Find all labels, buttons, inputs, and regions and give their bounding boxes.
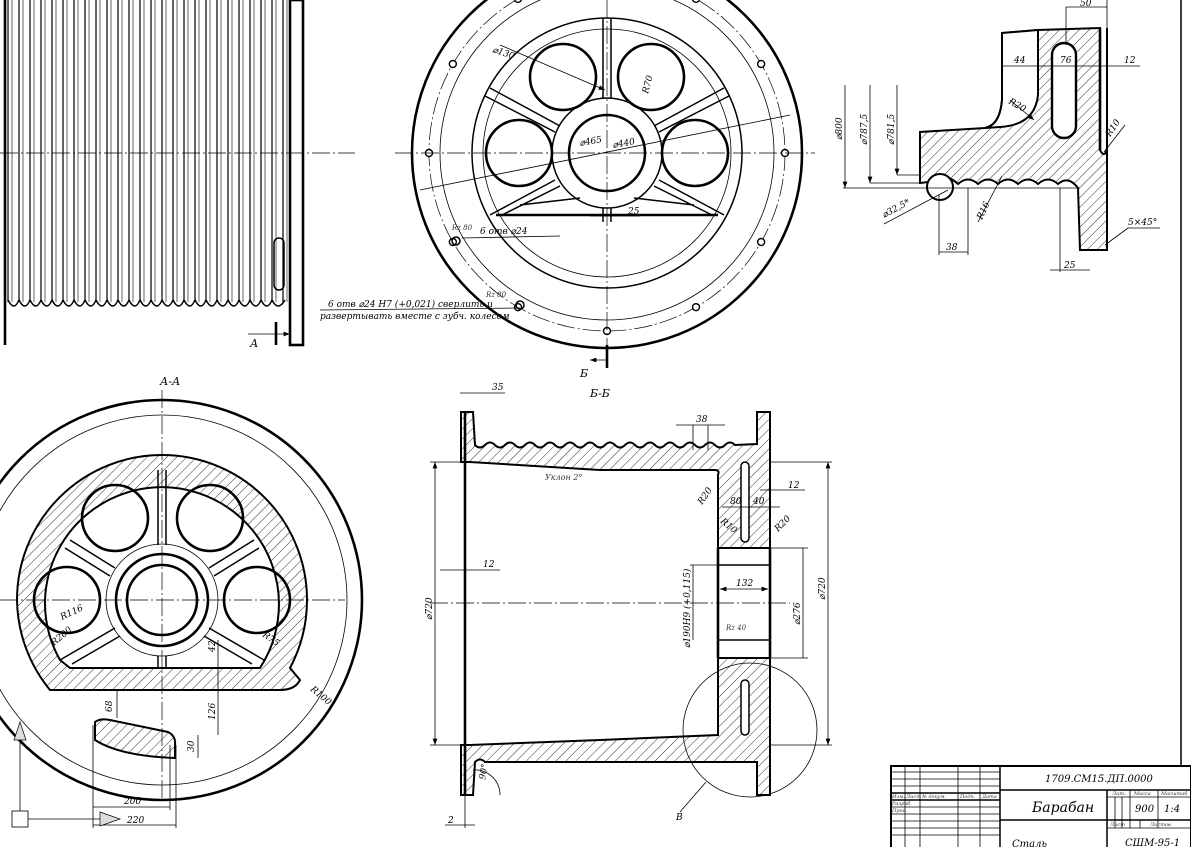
detail-v-circle xyxy=(682,662,818,798)
rope-grooves xyxy=(7,0,288,302)
tb-row-sign: Подп. xyxy=(959,794,976,800)
dim-h126: 126 xyxy=(208,703,218,720)
dim-d720-right: ⌀720 xyxy=(818,577,828,600)
dim-d440: ⌀440 xyxy=(612,137,636,151)
tb-scale: 1:4 xyxy=(1164,804,1180,815)
dim-d787: ⌀787,5 xyxy=(860,114,870,145)
dim-h68: 68 xyxy=(105,700,115,712)
dim-w220: 220 xyxy=(126,816,144,826)
dim-d800: ⌀800 xyxy=(835,117,845,140)
note-hole-2a: 6 отв ⌀24 Н7 (+0,021) сверлить и xyxy=(328,299,493,310)
dim-p38-bb: 38 xyxy=(696,415,708,425)
dim-a90: 90° xyxy=(478,763,491,780)
detail-mark-v: В xyxy=(675,813,683,823)
dim-w132: 132 xyxy=(736,579,753,589)
dim-d781: ⌀781,5 xyxy=(887,114,897,145)
bolt-holes xyxy=(424,0,790,336)
dim-d276: ⌀276 xyxy=(793,602,803,625)
bolt-hole xyxy=(756,237,766,247)
tb-group: СШМ-95-1 xyxy=(1125,838,1180,847)
tb-header-sheets: Листов xyxy=(1149,822,1171,828)
dim-w35: 35 xyxy=(492,383,504,393)
section-aa-title: А-А xyxy=(159,375,180,388)
rz-mark-3: Rz 40 xyxy=(725,624,747,632)
tb-row-doc: № докум. xyxy=(921,794,947,800)
bolt-hole xyxy=(691,0,701,4)
section-bb-view: Б-Б ⌀720 ⌀720 ⌀276 ⌀190Н9 (+0,115) 132 R… xyxy=(425,383,832,828)
dim-w25-top: 25 xyxy=(627,207,640,217)
dim-w12-left: 12 xyxy=(483,560,495,570)
dim-r16: R16 xyxy=(975,200,992,222)
dim-r70: R70 xyxy=(641,74,656,95)
dim-w200: 200 xyxy=(123,797,141,807)
ucs-origin-icon xyxy=(11,810,29,828)
bolt-hole xyxy=(513,0,523,4)
dim-w2: 2 xyxy=(447,816,454,826)
tb-header-lit: Лит. xyxy=(1111,791,1126,797)
section-bb-title: Б-Б xyxy=(589,387,610,400)
tb-row-izm: Изм. xyxy=(891,794,905,800)
tb-role-dev: Разраб. xyxy=(891,800,912,807)
tb-header-mass: Масса xyxy=(1133,791,1151,797)
dim-w76: 76 xyxy=(1060,56,1072,66)
detail-v-view: ⌀800 ⌀787,5 ⌀781,5 50 44 76 12 R20 R10 ⌀… xyxy=(835,0,1160,272)
tb-header-scale: Масштаб xyxy=(1160,790,1188,797)
section-mark-a: А xyxy=(249,337,258,350)
dim-h30: 30 xyxy=(187,740,197,752)
bolt-hole xyxy=(691,302,701,312)
dim-w80: 80 xyxy=(730,497,742,507)
section-mark-b: Б xyxy=(579,367,588,380)
dim-d720-left: ⌀720 xyxy=(425,597,435,620)
dim-w44: 44 xyxy=(1013,56,1026,66)
tb-row-list: Лист xyxy=(905,794,921,800)
drum-side-view: А xyxy=(0,0,355,350)
title-block: Изм. Лист № докум. Подп. Дата Разраб. Пр… xyxy=(890,765,1191,847)
tb-row-date: Дата xyxy=(981,794,997,800)
note-hole-1: 6 отв ⌀24 xyxy=(480,227,528,237)
section-aa-view: А-А R116 R200 R75 R100 42 126 68 30 200 xyxy=(0,375,364,828)
tb-mass: 900 xyxy=(1135,804,1155,815)
dim-d465: ⌀465 xyxy=(579,135,603,149)
dim-r20-a: R20 xyxy=(696,486,715,508)
dim-r20-b: R20 xyxy=(772,514,793,535)
dim-chamfer: 5×45° xyxy=(1128,218,1157,228)
rz-mark-1: Rz 80 xyxy=(451,224,473,232)
tb-header-sheet: Лист xyxy=(1109,822,1125,828)
note-hole-2b: развертывать вместе с зубч. колесом xyxy=(320,311,510,322)
dim-r116: R116 xyxy=(58,603,85,623)
bolt-hole xyxy=(448,59,458,69)
rz-mark-2: Rz 80 xyxy=(485,291,507,299)
tb-material: Сталь xyxy=(1012,839,1047,847)
dim-d190: ⌀190Н9 (+0,115) xyxy=(682,568,693,648)
tb-name: Барабан xyxy=(1031,800,1094,816)
note-taper: Уклон 2° xyxy=(545,473,582,482)
dim-r100: R100 xyxy=(307,684,333,708)
dim-w40: 40 xyxy=(752,497,765,507)
tb-role-check: Пров. xyxy=(891,808,907,814)
dim-w50: 50 xyxy=(1080,0,1092,9)
dim-d130: ⌀130 xyxy=(491,45,516,62)
drum-end-view: Б ⌀130 R70 ⌀465 ⌀440 25 6 отв ⌀24 Rz 80 … xyxy=(319,0,815,380)
dim-w12: 12 xyxy=(1124,56,1136,66)
dim-w12-right: 12 xyxy=(788,481,800,491)
ucs-x-arrow-icon xyxy=(99,811,122,827)
ucs-y-arrow-icon xyxy=(13,720,27,741)
dim-h42: 42 xyxy=(208,640,218,653)
dim-w25-detail: 25 xyxy=(1063,261,1076,271)
dim-p38: 38 xyxy=(946,243,958,253)
tb-designation: 1709.СМ15.ДП.0000 xyxy=(1045,774,1154,785)
bolt-hole xyxy=(756,59,766,69)
